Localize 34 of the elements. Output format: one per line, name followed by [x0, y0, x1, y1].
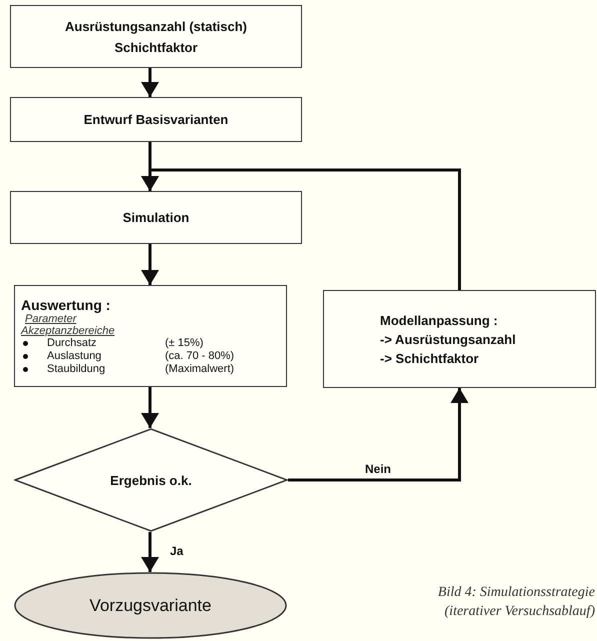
edge-label: Ja — [170, 544, 184, 558]
box-text: Modellanpassung : — [380, 312, 498, 328]
criterion-value: (Maximalwert) — [165, 362, 236, 376]
edge-label: Nein — [365, 462, 392, 476]
terminal-text: Vorzugsvariante — [90, 596, 212, 616]
criterion-text: Durchsatz — [47, 336, 98, 350]
criterion-value: (± 15%) — [165, 336, 204, 350]
criterion-text: Auslastung — [47, 350, 102, 362]
box-text: Schichtfaktor — [114, 40, 198, 54]
process-box — [10, 191, 302, 244]
criterion-value: (ca. 70 - 80%) — [165, 350, 236, 362]
process-box — [10, 5, 302, 68]
evaluation-box — [14, 285, 287, 387]
terminal-ellipse — [14, 572, 287, 639]
subheading: Akzeptanzbereiche — [21, 324, 115, 336]
box-text: Simulation — [122, 210, 190, 225]
arrow — [288, 388, 468, 482]
box-text: Entwurf Basisvarianten — [84, 112, 228, 127]
arrow — [141, 244, 159, 285]
arrow — [141, 68, 159, 97]
decision-diamond — [14, 428, 288, 532]
caption: Bild 4: Simulationsstrategie (iterativer Versuchsablauf) — [436, 584, 595, 621]
process-box — [323, 290, 596, 388]
decision-text: Ergebnis o.k. — [110, 472, 192, 488]
subheading: Parameter — [25, 312, 76, 324]
box-text: Ausrüstungsanzahl (statisch) — [64, 18, 248, 34]
arrow — [141, 387, 159, 428]
box-heading: Auswertung : — [21, 296, 110, 312]
arrow — [141, 168, 461, 290]
box-text: -> Schichtfaktor — [380, 350, 479, 366]
process-box — [10, 97, 302, 142]
arrow — [141, 532, 159, 572]
criterion-text: Staubildung — [47, 362, 106, 376]
box-text: -> Ausrüstungsanzahl — [380, 332, 516, 346]
